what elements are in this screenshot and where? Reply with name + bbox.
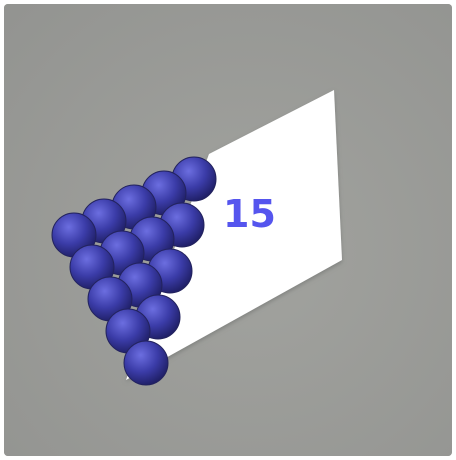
scene-canvas: 15 bbox=[4, 4, 452, 456]
ball-count-label: 15 bbox=[223, 194, 276, 234]
ball bbox=[124, 341, 168, 385]
